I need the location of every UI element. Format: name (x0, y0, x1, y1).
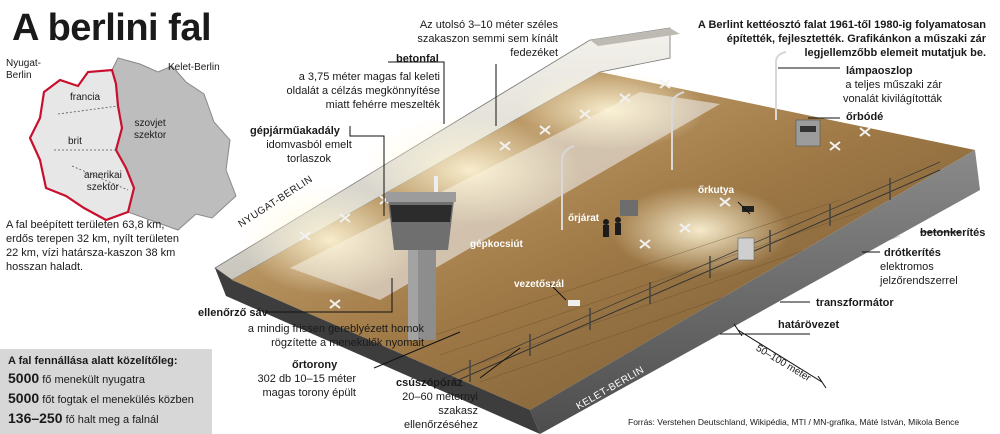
label-transzformator: transzformátor (816, 297, 894, 309)
label-vezetoszal: vezetőszál (514, 279, 565, 290)
stat-row: 136–250 fő halt meg a falnál (8, 410, 159, 426)
label-csuszo-desc: 20–60 méternyi szakasz ellenőrzéséhez (402, 391, 478, 431)
infographic-title: A berlini fal (12, 7, 212, 49)
map-label-british: brit (68, 136, 82, 147)
stat-row: 5000 fő menekült nyugatra (8, 370, 145, 386)
label-lampa-title: lámpaoszlop (846, 65, 913, 77)
label-ortorony-desc: 302 db 10–15 méter magas torony épült (257, 373, 356, 399)
label-betonkerites: betonkerítés (920, 227, 986, 239)
label-csuszo-title: csúszópóráz (396, 377, 463, 389)
label-gepjarmu-title: gépjárműakadály (250, 125, 340, 137)
map-label-west: Nyugat- Berlin (6, 58, 42, 81)
label-ellenorzo-desc: a mindig frissen gereblyézett homok rögz… (247, 323, 424, 349)
stats-box: A fal fennállása alatt közelítőleg: 5000… (0, 349, 212, 434)
label-orjarat: őrjárat (568, 213, 600, 224)
map-label-american: amerikai szektor (84, 170, 122, 193)
label-orbode: őrbódé (846, 111, 884, 123)
label-orkutya: őrkutya (698, 185, 735, 196)
stats-heading: A fal fennállása alatt közelítőleg: (8, 355, 178, 367)
label-gepjarmu-desc: idomvasból emelt torlaszok (266, 139, 352, 165)
top-right-text: A Berlint kettéosztó falat 1961-től 1980… (697, 19, 986, 59)
map-label-soviet: szovjet szektor (134, 118, 167, 141)
label-drotkerites-title: drótkerítés (884, 247, 941, 259)
berlin-map (28, 57, 237, 231)
label-drotkerites-desc: elektromos jelzőrendszerrel (880, 261, 958, 287)
label-last-meters: Az utolsó 3–10 méter széles szakaszon se… (417, 19, 558, 59)
intro-text: A fal beépített területen 63,8 km, erdős… (6, 219, 180, 273)
label-ellenorzo-title: ellenőrző sáv (198, 307, 268, 319)
stat-row: 5000 főt fogtak el menekülés közben (8, 390, 194, 406)
label-hatarovezet: határövezet (778, 319, 840, 331)
label-lampa-desc: a teljes műszaki zár vonalát kivilágítot… (842, 79, 942, 105)
map-label-east: Kelet-Berlin (168, 62, 220, 73)
label-ortorony-title: őrtorony (292, 359, 338, 371)
map-label-french: francia (70, 92, 101, 103)
label-betonfal-title: betonfal (396, 53, 439, 65)
watchtower-illustration (386, 176, 456, 340)
label-gepkocsiut: gépkocsiút (470, 239, 523, 250)
label-betonfal-desc: a 3,75 méter magas fal keleti oldalát a … (286, 71, 440, 111)
source-credit: Forrás: Verstehen Deutschland, Wikipédia… (628, 417, 960, 427)
